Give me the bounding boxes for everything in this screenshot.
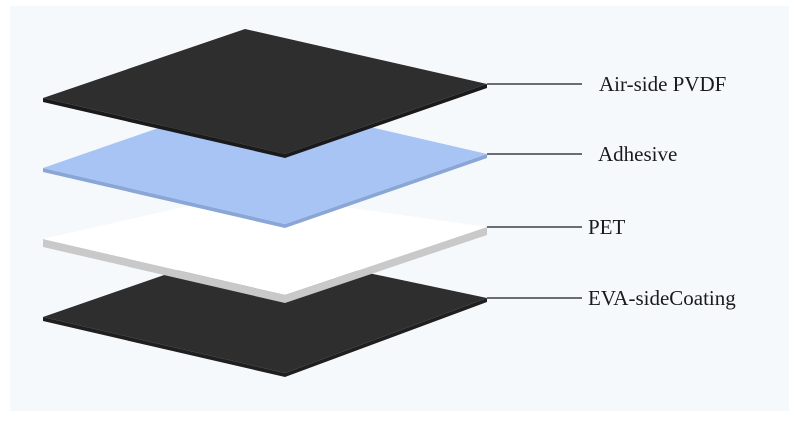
layer-pet-edge [43, 227, 487, 303]
layer-adhesive: Adhesive [43, 98, 677, 228]
layer-air-side-pvdf: Air-side PVDF [43, 29, 726, 158]
layer-adhesive-edge [43, 154, 487, 228]
label-pet: PET [588, 215, 626, 239]
label-eva-side-coating: EVA-sideCoating [588, 286, 736, 310]
layer-pet-top [43, 193, 487, 295]
layer-air-side-pvdf-edge [43, 84, 487, 158]
layer-eva-side-coating: EVA-sideCoating [43, 247, 736, 377]
layer-pet: PET [43, 193, 626, 303]
label-adhesive: Adhesive [598, 142, 677, 166]
label-air-side-pvdf: Air-side PVDF [599, 72, 726, 96]
layer-air-side-pvdf-top [43, 29, 487, 154]
layer-eva-side-coating-top [43, 247, 487, 373]
layer-adhesive-top [43, 98, 487, 224]
